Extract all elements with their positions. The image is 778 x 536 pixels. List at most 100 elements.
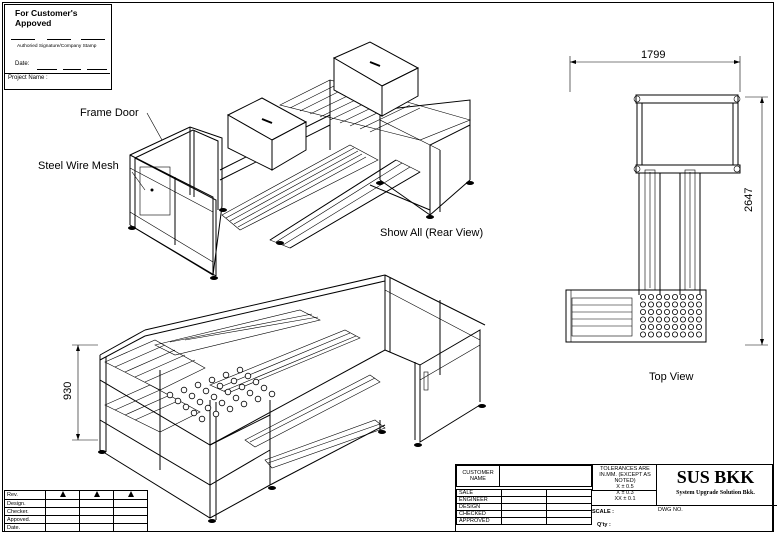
roller-ball [182, 403, 190, 411]
roller-ball [648, 308, 655, 315]
project-name-label: Project Name : [8, 75, 48, 81]
roller-ball [188, 392, 196, 400]
roller-ball [230, 377, 238, 385]
revision-row: Checker. [4, 507, 148, 516]
tolerance-item: X ± 0.3 [616, 490, 634, 496]
revision-row: Date. [4, 523, 148, 532]
roller-ball [688, 293, 695, 300]
roller-ball [194, 381, 202, 389]
customer-approval-box: For Customer's Appoved Authoried Signatu… [4, 4, 112, 90]
signoff-row: DESIGN [456, 503, 592, 511]
signoff-row-label: CHECKED [456, 510, 502, 518]
qty-label: Q'ty : [597, 522, 611, 528]
roller-ball [180, 386, 188, 394]
dwg-no-label: DWG NO. [656, 505, 777, 514]
iso-view-conveyors [99, 274, 386, 520]
signoff-row: APPROVED [456, 517, 592, 525]
roller-ball [656, 308, 663, 315]
revision-row: Design. [4, 499, 148, 508]
roller-ball [640, 293, 647, 300]
roller-ball [224, 388, 232, 396]
roller-ball [216, 382, 224, 390]
roller-ball [664, 331, 671, 338]
scale-label: SCALE : [592, 509, 614, 515]
roller-ball [252, 378, 260, 386]
roller-ball [208, 376, 216, 384]
roller-ball [696, 331, 703, 338]
roller-ball [664, 293, 671, 300]
roller-ball [190, 409, 198, 417]
roller-ball [696, 293, 703, 300]
roller-ball [672, 316, 679, 323]
wire-mesh-leader [131, 171, 146, 191]
steel-wire-mesh-label: Steel Wire Mesh [38, 160, 119, 172]
customer-table: CUSTOMER NAME [456, 465, 592, 487]
brand-box: SUS BKK System Upgrade Solution Bkk. [656, 465, 774, 505]
roller-ball [640, 316, 647, 323]
roller-ball [204, 404, 212, 412]
roller-ball [688, 301, 695, 308]
signature-line [47, 39, 71, 40]
approval-title: For Customer's Appoved [15, 8, 78, 28]
roller-ball [656, 331, 663, 338]
roller-ball [648, 293, 655, 300]
roller-ball [664, 301, 671, 308]
roller-ball [640, 301, 647, 308]
roller-ball [656, 323, 663, 330]
signature-caption: Authoried Signature/Company Stamp [17, 44, 97, 49]
roller-ball [212, 410, 220, 418]
roller-ball [244, 372, 252, 380]
signoff-row: CHECKED [456, 510, 592, 518]
top-view-roller-grid [640, 293, 703, 338]
roller-ball [648, 331, 655, 338]
roller-ball [696, 316, 703, 323]
roller-ball [664, 308, 671, 315]
rear-view-label: Show All (Rear View) [380, 227, 484, 239]
roller-ball [640, 331, 647, 338]
roller-ball [232, 394, 240, 402]
rear-view-feet [128, 181, 474, 280]
roller-ball [166, 391, 174, 399]
iso-height-dimension [72, 344, 98, 441]
roller-ball [218, 399, 226, 407]
signoff-row-label: ENGINEER [456, 496, 502, 504]
roller-ball [680, 293, 687, 300]
roller-ball [196, 398, 204, 406]
roller-ball [656, 316, 663, 323]
iso-view-feet [98, 404, 486, 523]
revision-row-label: Design. [4, 499, 46, 508]
roller-ball [648, 301, 655, 308]
revision-table: Rev.Design.Checker.Appoved.Date. [4, 490, 148, 532]
signoff-row-label: DESIGN [456, 503, 502, 511]
roller-ball [210, 393, 218, 401]
roller-ball [664, 323, 671, 330]
roller-ball [254, 395, 262, 403]
roller-ball [260, 384, 268, 392]
roller-ball [664, 316, 671, 323]
iso-view-roller-grid [166, 366, 276, 423]
roller-ball [672, 331, 679, 338]
signature-line [81, 39, 105, 40]
top-view-label: Top View [649, 371, 694, 383]
roller-ball [680, 308, 687, 315]
iso-view-enclosure [384, 274, 486, 443]
roller-ball [696, 308, 703, 315]
roller-ball [640, 308, 647, 315]
customer-name-label: CUSTOMER NAME [456, 465, 500, 487]
signoff-row-label: APPROVED [456, 517, 502, 525]
roller-ball [672, 293, 679, 300]
roller-ball [672, 301, 679, 308]
roller-ball [240, 400, 248, 408]
roller-ball [696, 323, 703, 330]
date-line [87, 69, 107, 70]
date-line [37, 69, 57, 70]
tolerance-box: TOLERANCES ARE IN.MM. (EXCEPT AS NOTED) … [592, 465, 657, 502]
brand-name: SUS BKK [676, 467, 755, 487]
divider [5, 73, 110, 74]
signoff-row: SALE [456, 489, 592, 497]
roller-ball [656, 293, 663, 300]
signoff-row: ENGINEER [456, 496, 592, 504]
tolerance-item: XX ± 0.1 [614, 496, 636, 502]
